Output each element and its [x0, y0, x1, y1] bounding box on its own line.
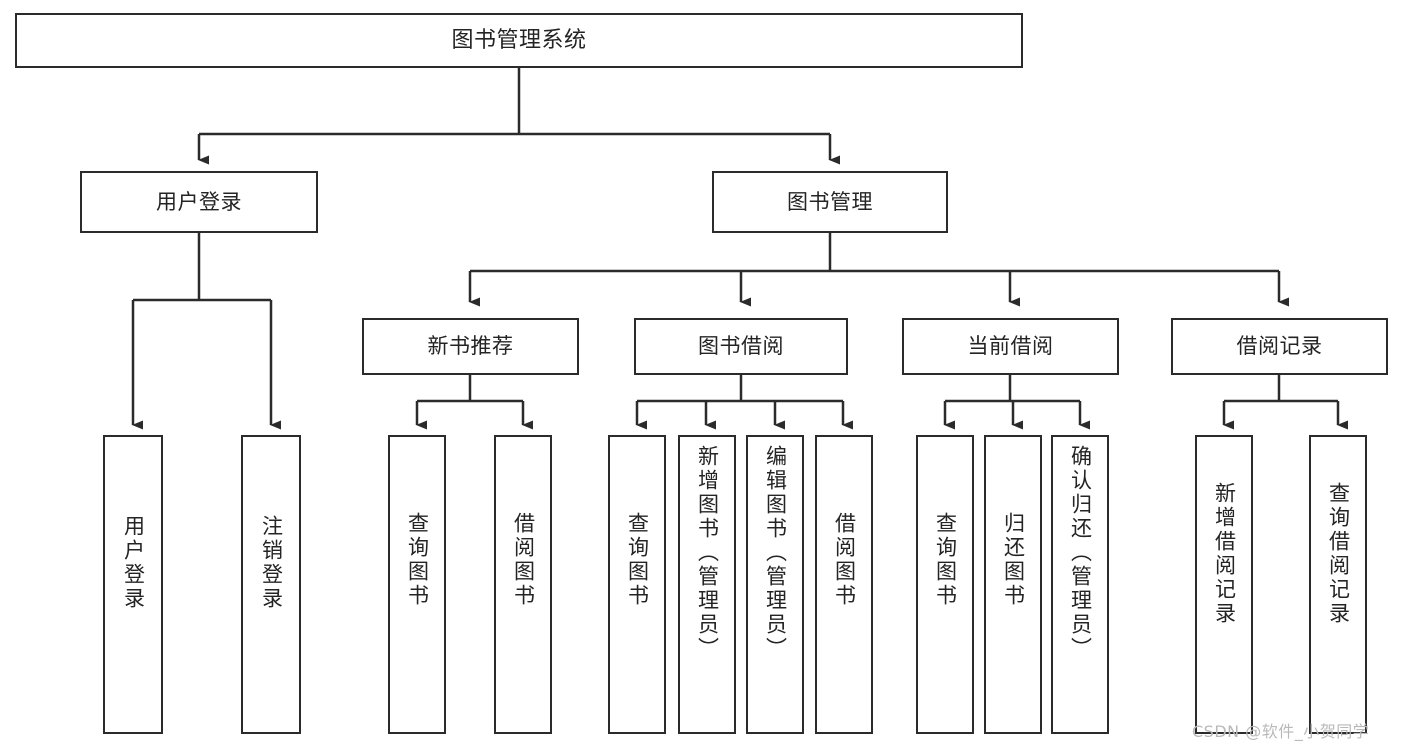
- node-book-management[interactable]: 图书管理: [712, 171, 948, 233]
- node-user-login[interactable]: 用户登录: [80, 171, 318, 233]
- leaf-return-book[interactable]: 归还图书: [984, 435, 1042, 734]
- node-label: 图书借阅: [698, 334, 784, 359]
- node-label: 用户登录: [156, 189, 242, 214]
- leaf-query-book-newbook[interactable]: 查询图书: [388, 435, 446, 734]
- node-book-borrow[interactable]: 图书借阅: [634, 318, 848, 375]
- leaf-query-borrow-record[interactable]: 查询借阅记录: [1309, 435, 1367, 734]
- leaf-borrow-book[interactable]: 借阅图书: [815, 435, 873, 734]
- node-label: 当前借阅: [967, 334, 1054, 359]
- node-label: 借阅图书: [511, 512, 536, 608]
- node-label: 用户登录: [121, 515, 146, 611]
- node-label: 查询图书: [933, 512, 958, 608]
- node-label: 注销登录: [259, 515, 284, 611]
- leaf-edit-book-admin[interactable]: 编辑图书（管理员）: [746, 435, 804, 734]
- node-label: 新增图书（管理员）: [695, 445, 720, 661]
- leaf-query-book-borrow[interactable]: 查询图书: [608, 435, 666, 734]
- node-label: 新增借阅记录: [1212, 482, 1237, 626]
- node-label: 编辑图书（管理员）: [763, 445, 788, 661]
- leaf-logout[interactable]: 注销登录: [241, 435, 301, 734]
- node-label: 借阅图书: [832, 512, 857, 608]
- node-label: 确认归还（管理员）: [1068, 445, 1093, 661]
- leaf-query-book-current[interactable]: 查询图书: [916, 435, 974, 734]
- leaf-confirm-return-admin[interactable]: 确认归还（管理员）: [1051, 435, 1109, 734]
- csdn-watermark: CSDN @软件_小贺同学: [1192, 722, 1370, 741]
- node-label: 借阅记录: [1236, 334, 1323, 359]
- leaf-borrow-book-newbook[interactable]: 借阅图书: [494, 435, 552, 734]
- node-label: 图书管理系统: [451, 27, 587, 53]
- node-borrow-record[interactable]: 借阅记录: [1171, 318, 1388, 375]
- leaf-add-borrow-record[interactable]: 新增借阅记录: [1195, 435, 1253, 734]
- leaf-add-book-admin[interactable]: 新增图书（管理员）: [678, 435, 736, 734]
- node-label: 图书管理: [787, 189, 873, 214]
- node-new-book-recommendation[interactable]: 新书推荐: [362, 318, 579, 375]
- node-label: 归还图书: [1001, 512, 1026, 608]
- node-label: 查询图书: [405, 512, 430, 608]
- node-current-borrow[interactable]: 当前借阅: [902, 318, 1119, 375]
- node-label: 新书推荐: [427, 334, 514, 359]
- node-label: 查询借阅记录: [1326, 482, 1351, 626]
- leaf-user-login[interactable]: 用户登录: [103, 435, 163, 734]
- node-label: 查询图书: [625, 512, 650, 608]
- node-root-book-management-system[interactable]: 图书管理系统: [15, 13, 1023, 68]
